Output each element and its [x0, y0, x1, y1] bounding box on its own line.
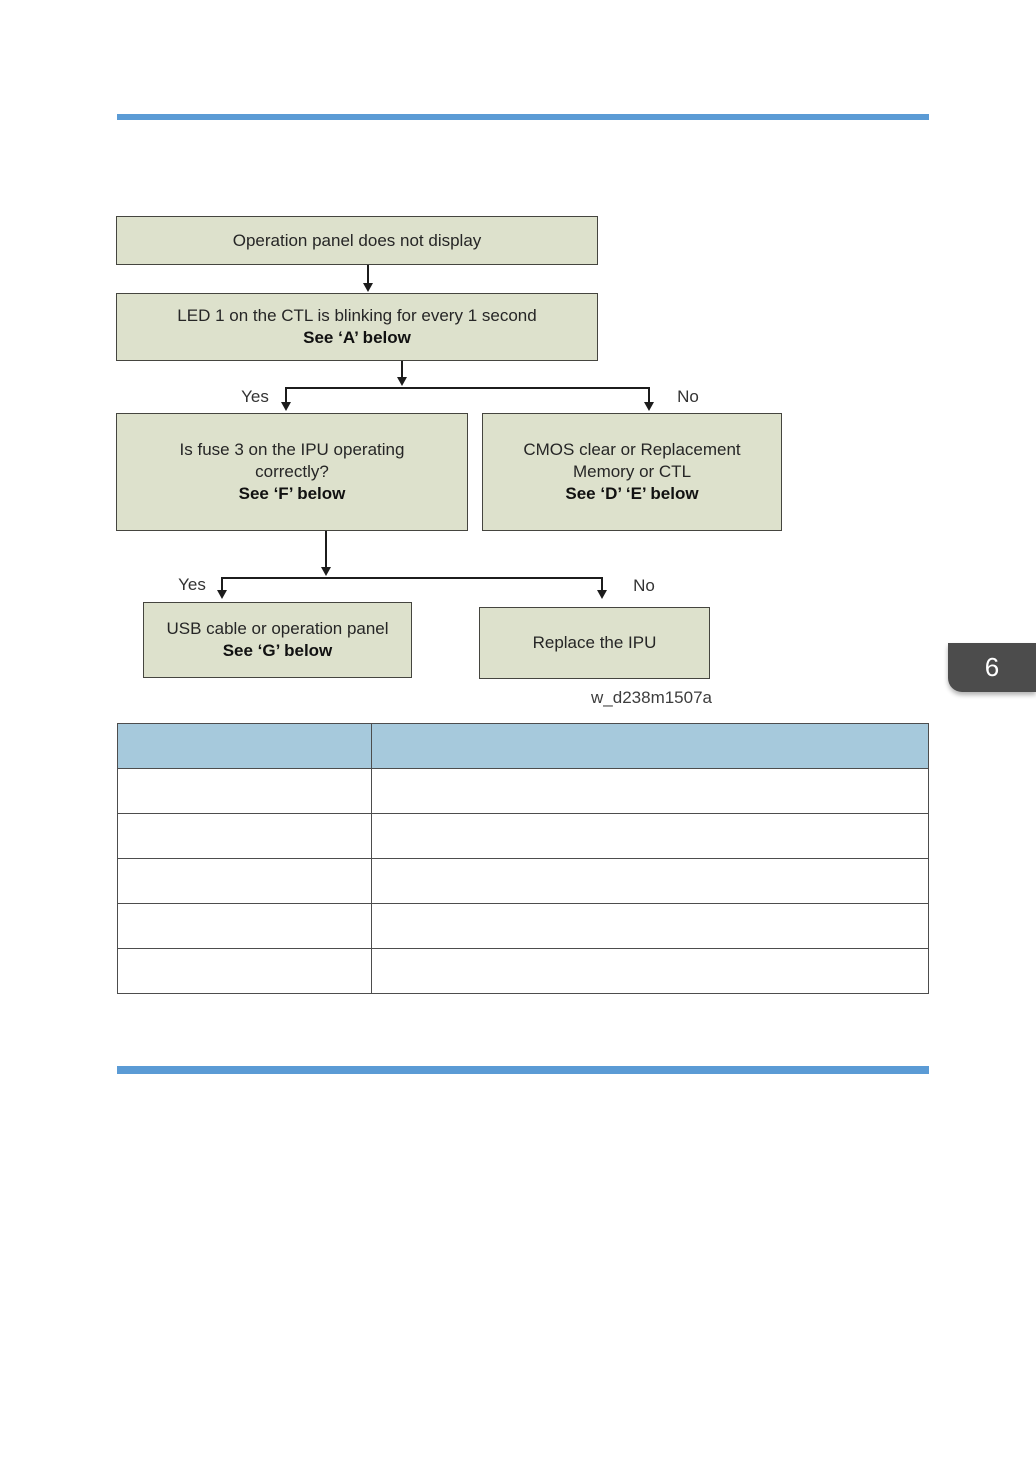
table-header-cell: [117, 723, 372, 769]
node-text: LED 1 on the CTL is blinking for every 1…: [177, 306, 537, 325]
table-cell: [117, 903, 372, 949]
table-body: [117, 768, 929, 994]
table-cell: [371, 813, 929, 859]
table-cell: [371, 768, 929, 814]
arrowhead-icon: [597, 590, 607, 599]
node-text: Replace the IPU: [532, 633, 657, 652]
arrowhead-icon: [281, 402, 291, 411]
node-text-bold: See ‘G’ below: [222, 641, 333, 660]
bottom-divider-rule: [117, 1066, 929, 1074]
arrowhead-icon: [321, 567, 331, 576]
arrowhead-icon: [397, 377, 407, 386]
branch2-no-label: No: [633, 576, 655, 595]
table-row: [117, 858, 929, 904]
chapter-tab: 6: [948, 643, 1036, 692]
flowchart-node-fuse3: Is fuse 3 on the IPU operating correctly…: [116, 413, 468, 531]
connector-line: [221, 577, 603, 591]
arrowhead-icon: [363, 283, 373, 292]
arrowhead-icon: [644, 402, 654, 411]
node-text: correctly?: [255, 462, 329, 481]
troubleshooting-table: [117, 723, 929, 994]
table-row: [117, 903, 929, 949]
flowchart-node-replace-ipu: Replace the IPU: [479, 607, 710, 679]
top-divider-rule: [117, 114, 929, 120]
node-text-bold: See ‘A’ below: [303, 328, 411, 347]
flowchart-node-cmos-clear: CMOS clear or Replacement Memory or CTL …: [482, 413, 782, 531]
table-header-cell: [371, 723, 929, 769]
node-text: CMOS clear or Replacement: [523, 440, 741, 459]
node-text: Memory or CTL: [572, 462, 692, 481]
figure-caption: w_d238m1507a: [591, 688, 712, 707]
table-cell: [371, 858, 929, 904]
node-text-bold: See ‘D’ ‘E’ below: [565, 484, 699, 503]
table-cell: [117, 813, 372, 859]
flowchart-node-led-blinking: LED 1 on the CTL is blinking for every 1…: [116, 293, 598, 361]
chapter-tab-number: 6: [984, 652, 1000, 682]
branch2-yes-label: Yes: [178, 575, 206, 594]
table-cell: [371, 903, 929, 949]
table-header-row: [117, 723, 929, 769]
table-cell: [117, 858, 372, 904]
arrowhead-icon: [217, 590, 227, 599]
flowchart-node-usb-cable: USB cable or operation panel See ‘G’ bel…: [143, 602, 412, 678]
node-text-bold: See ‘F’ below: [238, 484, 346, 503]
table-row: [117, 768, 929, 814]
table-row: [117, 948, 929, 994]
branch1-yes-label: Yes: [241, 387, 269, 406]
node-text: Is fuse 3 on the IPU operating: [179, 440, 405, 459]
flowchart-node-start: Operation panel does not display: [116, 216, 598, 265]
table-cell: [371, 948, 929, 994]
node-text: USB cable or operation panel: [166, 619, 389, 638]
node-text: Operation panel does not display: [232, 230, 482, 250]
branch1-no-label: No: [677, 387, 699, 406]
connector-line: [285, 387, 650, 403]
table-cell: [117, 948, 372, 994]
table-cell: [117, 768, 372, 814]
table-row: [117, 813, 929, 859]
